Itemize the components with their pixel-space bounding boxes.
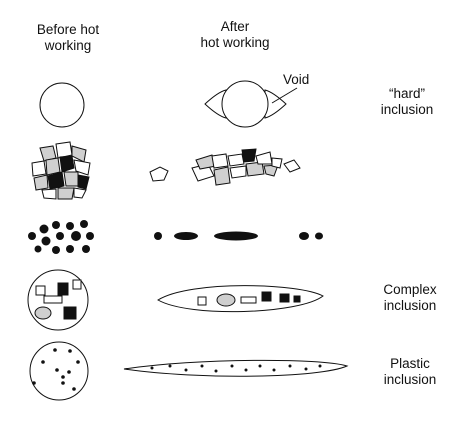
header-after-hot-working: After hot working — [175, 19, 295, 51]
fragments-after — [149, 148, 301, 186]
complex-inclusion-after — [157, 285, 324, 313]
plastic-inclusion-before — [29, 341, 89, 401]
header-before-line2: working — [44, 38, 92, 53]
header-before-hot-working: Before hot working — [8, 22, 128, 54]
header-after-line1: After — [220, 19, 250, 34]
plastic-inclusion-after — [123, 359, 349, 377]
void-label: Void — [283, 72, 310, 87]
stringers-after — [154, 231, 323, 241]
header-before-line1: Before hot — [36, 22, 100, 37]
hard-inclusion-label-line2: inclusion — [380, 102, 434, 117]
fragmented-cluster-before — [31, 141, 91, 200]
complex-inclusion-before — [27, 269, 89, 331]
hard-inclusion-label: “hard” inclusion — [352, 86, 462, 118]
hard-inclusion-label-line1: “hard” — [388, 86, 425, 101]
complex-inclusion-label-line1: Complex — [383, 282, 437, 297]
plastic-inclusion-label: Plastic inclusion — [360, 356, 460, 388]
header-after-line2: hot working — [200, 35, 270, 50]
complex-inclusion-label-line2: inclusion — [383, 298, 437, 313]
hard-inclusion-after — [204, 80, 298, 128]
void-leader-line — [271, 87, 298, 104]
hard-inclusion-before — [39, 82, 85, 128]
complex-inclusion-label: Complex inclusion — [360, 282, 460, 314]
plastic-inclusion-label-line2: inclusion — [383, 372, 437, 387]
hard-inclusion-particle — [221, 80, 269, 128]
plastic-inclusion-label-line1: Plastic — [390, 356, 430, 371]
particles-before — [28, 220, 94, 254]
